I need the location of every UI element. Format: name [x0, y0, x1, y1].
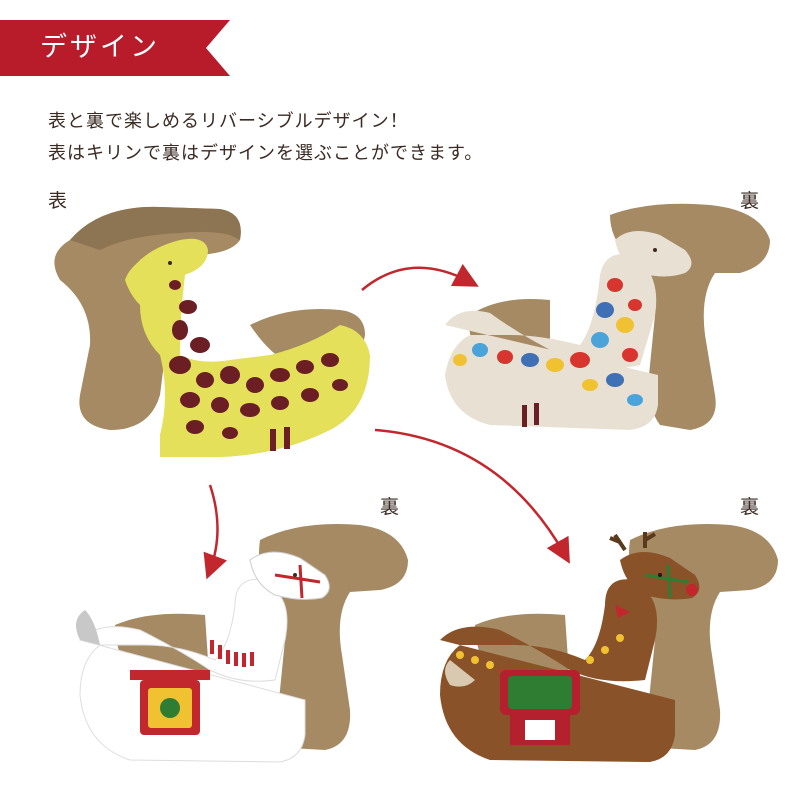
- label-back-bottom-right: 裏: [740, 496, 760, 518]
- label-back-top-right: 裏: [740, 190, 760, 212]
- product-reindeer-back: [440, 524, 778, 762]
- description-line-2: 表はキリンで裏はデザインを選ぶことができます。: [48, 143, 484, 164]
- product-white-horse-back: [76, 524, 408, 763]
- product-giraffe-front: [54, 206, 370, 457]
- product-colorful-giraffe-back: [445, 203, 770, 430]
- description-line-1: 表と裏で楽しめるリバーシブルデザイン！: [48, 111, 409, 132]
- description: 表と裏で楽しめるリバーシブルデザイン！ 表はキリンで裏はデザインを選ぶことができ…: [48, 106, 483, 170]
- label-front: 表: [48, 190, 68, 212]
- label-back-bottom-left: 裏: [380, 496, 400, 518]
- banner-title: デザイン: [40, 32, 160, 63]
- banner-ribbon-shape: [0, 20, 230, 76]
- section-banner: デザイン: [0, 20, 230, 76]
